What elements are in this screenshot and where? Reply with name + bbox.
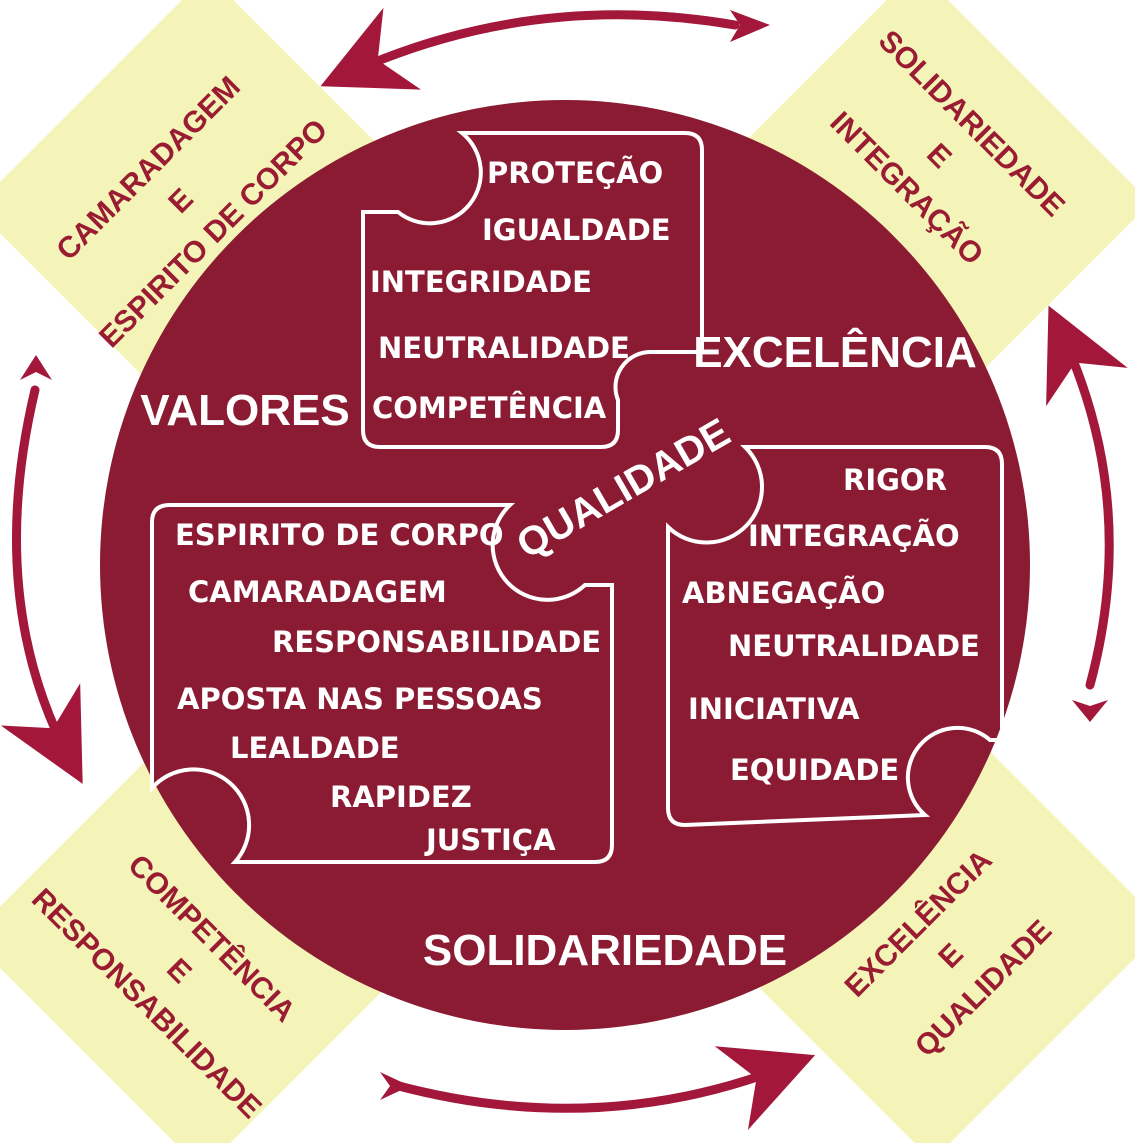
arrow-top-tail	[730, 10, 770, 42]
corner-bottom-right: EXCELÊNCIA E QUALIDADE	[745, 740, 1135, 1143]
top-item-5: COMPETÊNCIA	[372, 391, 607, 425]
left-item-3: RESPONSABILIDADE	[272, 625, 601, 659]
arrow-bottom-tail	[380, 1072, 410, 1100]
left-item-7: JUSTIÇA	[424, 823, 556, 857]
left-item-2: CAMARADAGEM	[188, 575, 447, 609]
right-item-5: INICIATIVA	[688, 692, 860, 726]
arrow-right	[1046, 305, 1128, 690]
arrow-bottom	[390, 1046, 816, 1130]
left-item-1: ESPIRITO DE CORPO	[175, 518, 504, 552]
main-circle	[100, 100, 1030, 1030]
corner-top-right: SOLIDARIEDADE E INTEGRAÇÃO	[730, 0, 1135, 390]
puzzle-box-left	[150, 503, 614, 864]
right-item-1: RIGOR	[843, 463, 947, 497]
right-item-2: INTEGRAÇÃO	[748, 519, 960, 553]
top-item-1: PROTEÇÃO	[487, 156, 663, 190]
arrow-left-tail	[20, 355, 52, 380]
puzzle-box-right	[666, 445, 1004, 828]
left-item-6: RAPIDEZ	[330, 780, 472, 814]
left-item-5: LEALDADE	[230, 731, 400, 765]
right-item-3: ABNEGAÇÃO	[682, 576, 885, 610]
label-excelencia: EXCELÊNCIA	[693, 327, 977, 377]
label-valores: VALORES	[140, 386, 349, 435]
arrow-top	[320, 7, 740, 90]
left-item-4: APOSTA NAS PESSOAS	[177, 682, 543, 716]
puzzle-box-top	[361, 131, 704, 449]
top-item-2: IGUALDADE	[482, 213, 671, 247]
label-solidariedade: SOLIDARIEDADE	[423, 926, 787, 975]
right-item-6: EQUIDADE	[730, 753, 899, 787]
top-item-3: INTEGRIDADE	[370, 265, 592, 299]
right-item-4: NEUTRALIDADE	[728, 629, 980, 663]
arrow-left	[0, 385, 83, 784]
arrow-right-tail	[1072, 700, 1108, 722]
top-item-4: NEUTRALIDADE	[378, 331, 630, 365]
